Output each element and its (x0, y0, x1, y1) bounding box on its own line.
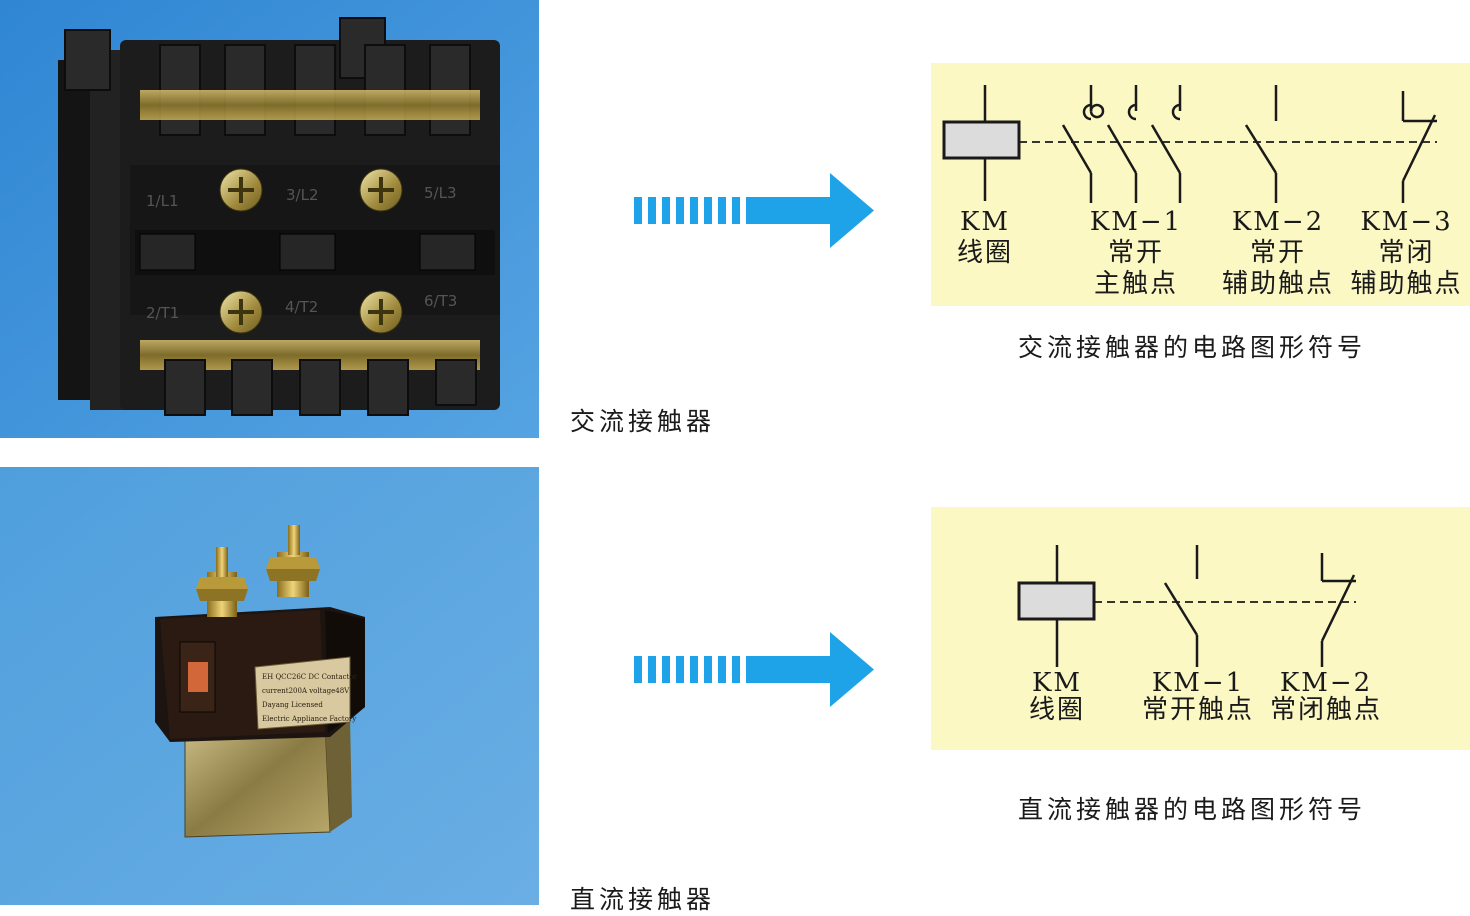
dc-symbol-panel: KM 线圈 KM−1 常开触点 KM−2 常闭触点 (931, 507, 1470, 750)
label-km-coil: KM 线圈 (1017, 670, 1097, 724)
label-line: KM (959, 207, 1011, 237)
ac-symbol-caption: 交流接触器的电路图形符号 (1018, 333, 1367, 362)
ac-circuit-symbol (942, 85, 1437, 203)
dc-circuit-symbol (1017, 545, 1356, 667)
label-line: 常开 (1107, 238, 1164, 268)
label-line: 常闭触点 (1269, 695, 1382, 725)
label-line: 主触点 (1093, 269, 1178, 299)
label-line: 线圈 (1028, 695, 1085, 725)
terminal-label: 4/T2 (285, 298, 318, 316)
label-km-1: KM−1 常开 主触点 (1071, 207, 1201, 300)
label-km-2: KM−2 常开 辅助触点 (1213, 207, 1343, 300)
label-line: KM−3 (1360, 207, 1453, 237)
dc-symbol-caption: 直流接触器的电路图形符号 (1018, 795, 1367, 824)
terminal-label: 3/L2 (286, 186, 319, 204)
label-line: 辅助触点 (1350, 269, 1463, 299)
ac-contactor-photo: 1/L1 3/L2 5/L3 2/T1 4/T2 6/T3 (0, 0, 539, 438)
label-line: KM−2 (1279, 668, 1373, 698)
label-line: KM (1031, 668, 1083, 698)
label-km-2: KM−2 常闭触点 (1261, 670, 1391, 724)
label-km-1: KM−1 常开触点 (1133, 670, 1263, 724)
label-line: 线圈 (956, 238, 1013, 268)
terminal-label: 1/L1 (146, 192, 179, 210)
label-km-3: KM−3 常闭 辅助触点 (1343, 207, 1470, 300)
arrow-right-icon (634, 173, 874, 248)
label-line: 辅助触点 (1221, 269, 1334, 299)
label-line: 常开触点 (1141, 695, 1254, 725)
ac-symbol-panel: KM 线圈 KM−1 常开 主触点 KM−2 常开 辅助触点 KM−3 常闭 辅… (931, 63, 1470, 306)
dc-photo-caption: 直流接触器 (570, 885, 716, 914)
terminal-label: 5/L3 (424, 184, 457, 202)
nameplate-line: Electric Appliance Factory (262, 715, 356, 723)
label-line: KM−1 (1089, 207, 1183, 237)
label-line: 常闭 (1378, 238, 1435, 268)
ac-photo-caption: 交流接触器 (570, 407, 716, 436)
arrow-right-icon (634, 632, 874, 707)
nameplate-line: EH QCC26C DC Contactor (262, 673, 358, 681)
nameplate-line: current200A voltage48V (262, 687, 350, 695)
label-line: KM−1 (1151, 668, 1245, 698)
dc-contactor-photo: EH QCC26C DC Contactor current200A volta… (0, 467, 539, 905)
label-km-coil: KM 线圈 (945, 207, 1025, 269)
label-line: KM−2 (1231, 207, 1325, 237)
terminal-label: 6/T3 (424, 292, 457, 310)
nameplate-line: Dayang Licensed (262, 701, 323, 709)
label-line: 常开 (1249, 238, 1306, 268)
terminal-label: 2/T1 (146, 304, 179, 322)
